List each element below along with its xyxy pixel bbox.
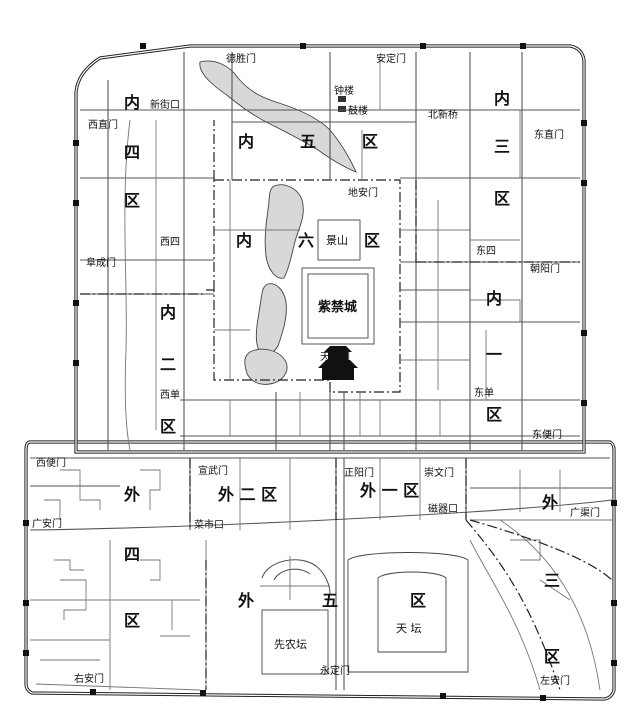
- place-caishikou: 菜市口: [194, 518, 224, 531]
- place-xidan: 西单: [160, 389, 180, 401]
- outer-district-boundaries: [189, 458, 613, 691]
- inner-two-char-1: 内: [160, 303, 176, 322]
- tiananmen-gate-glyph: [318, 346, 358, 380]
- inner-six-char-3: 区: [364, 231, 380, 250]
- gate-xuanwumen: 宣武门: [198, 464, 228, 477]
- place-labels: 钟楼 鼓楼 新街口 北新桥 景山 紫禁城 西四 东四 西单 东单 菜市口 磁器口…: [150, 84, 496, 651]
- place-ciqikou: 磁器口: [428, 502, 458, 515]
- outer-five-char-1: 外: [237, 591, 254, 610]
- roundabout: [260, 556, 331, 600]
- gate-dongzhimen: 东直门: [534, 128, 564, 141]
- gate-guangqumen: 广渠门: [570, 506, 600, 519]
- shichahai-lake: [199, 60, 357, 173]
- inner-three-char-2: 三: [494, 137, 510, 156]
- outer-three-char-1: 外: [541, 493, 558, 512]
- gate-zuoanmen: 左安门: [540, 674, 570, 687]
- place-dongdan: 东单: [474, 386, 494, 399]
- gate-deshengmen: 德胜门: [226, 52, 256, 65]
- place-gulou: 鼓楼: [348, 104, 368, 117]
- gate-xizhimen: 西直门: [88, 118, 118, 131]
- imperial-city-boundary: [206, 179, 401, 393]
- place-xisi: 西四: [160, 237, 180, 248]
- gate-labels: 德胜门 安定门 西直门 东直门 阜成门 朝阳门 地安门 天安门 西便门 东便门 …: [32, 52, 600, 687]
- district-labels: 内 五 区 内 六 区 内 四 区 内 三 区 内 二 区 内 一 区 外 一 …: [123, 89, 560, 666]
- gate-dianmen: 地安门: [348, 186, 378, 199]
- wall-bastions: [23, 43, 617, 701]
- nanhai-lake: [244, 348, 288, 385]
- outer-three-char-3: 区: [544, 647, 560, 666]
- jingshan-block: [317, 219, 361, 261]
- inner-district-boundaries: [80, 120, 580, 295]
- outer-two-label: 外 二 区: [217, 485, 277, 504]
- gate-yongdingmen: 永定门: [320, 664, 350, 677]
- xiannongtan-block: [261, 609, 329, 675]
- inner-six-char-1: 内: [236, 231, 252, 250]
- inner-five-char-3: 区: [362, 132, 378, 151]
- gate-chongwenmen: 崇文门: [424, 466, 454, 479]
- gate-guanganmen: 广安门: [32, 517, 62, 530]
- inner-one-char-2: 一: [486, 345, 502, 364]
- gate-dongbianmen: 东便门: [532, 428, 562, 441]
- inner-two-char-3: 区: [160, 417, 176, 436]
- inner-one-char-1: 内: [486, 289, 502, 308]
- inner-two-char-2: 二: [160, 355, 176, 374]
- inner-three-char-1: 内: [494, 89, 510, 108]
- place-jingshan: 景山: [326, 234, 348, 247]
- place-xiannongtan: 先农坛: [274, 637, 307, 651]
- place-zhonglou: 钟楼: [334, 84, 354, 97]
- outer-one-label: 外 一 区: [359, 481, 419, 500]
- gate-xibianmen: 西便门: [36, 456, 66, 469]
- inner-four-char-1: 内: [124, 93, 140, 112]
- tiantan-inner-wall: [377, 571, 447, 653]
- gate-chaoyangmen: 朝阳门: [530, 262, 560, 275]
- place-dongsi: 东四: [476, 244, 496, 257]
- gate-andingmen: 安定门: [376, 52, 406, 65]
- inner-six-char-2: 六: [298, 231, 314, 250]
- zhonghai-lake: [255, 283, 287, 355]
- inner-four-char-3: 区: [124, 191, 140, 210]
- outer-city-wall-inner-line: [25, 441, 615, 700]
- inner-one-char-3: 区: [486, 405, 502, 424]
- bell-drum-tower-glyph: [338, 96, 346, 112]
- gate-youanmen: 右安门: [74, 672, 104, 685]
- gate-tiananmen: 天安门: [320, 350, 350, 363]
- outer-four-char-1: 外: [123, 485, 140, 504]
- outer-five-char-3: 区: [410, 591, 426, 610]
- outer-three-char-2: 三: [544, 571, 560, 590]
- outer-five-char-2: 五: [322, 591, 338, 610]
- inner-city-wall-inner-line: [75, 45, 585, 453]
- inner-three-char-3: 区: [494, 189, 510, 208]
- gate-fuchengmen: 阜成门: [86, 256, 116, 269]
- inner-city-streets: [80, 52, 580, 451]
- place-beixinqiao: 北新桥: [428, 108, 458, 121]
- inner-five-char-2: 五: [300, 132, 316, 151]
- forbidden-city-inner: [307, 273, 369, 339]
- outer-four-char-3: 区: [124, 611, 140, 630]
- inner-four-char-2: 四: [124, 143, 140, 162]
- place-xinjiekou: 新街口: [150, 98, 180, 111]
- beihai-lake: [264, 184, 304, 279]
- gate-zhengyangmen: 正阳门: [344, 466, 374, 479]
- place-forbidden-city: 紫禁城: [318, 299, 357, 315]
- place-tiantan: 天 坛: [396, 622, 422, 635]
- outer-four-char-2: 四: [124, 545, 140, 564]
- inner-five-char-1: 内: [238, 132, 254, 151]
